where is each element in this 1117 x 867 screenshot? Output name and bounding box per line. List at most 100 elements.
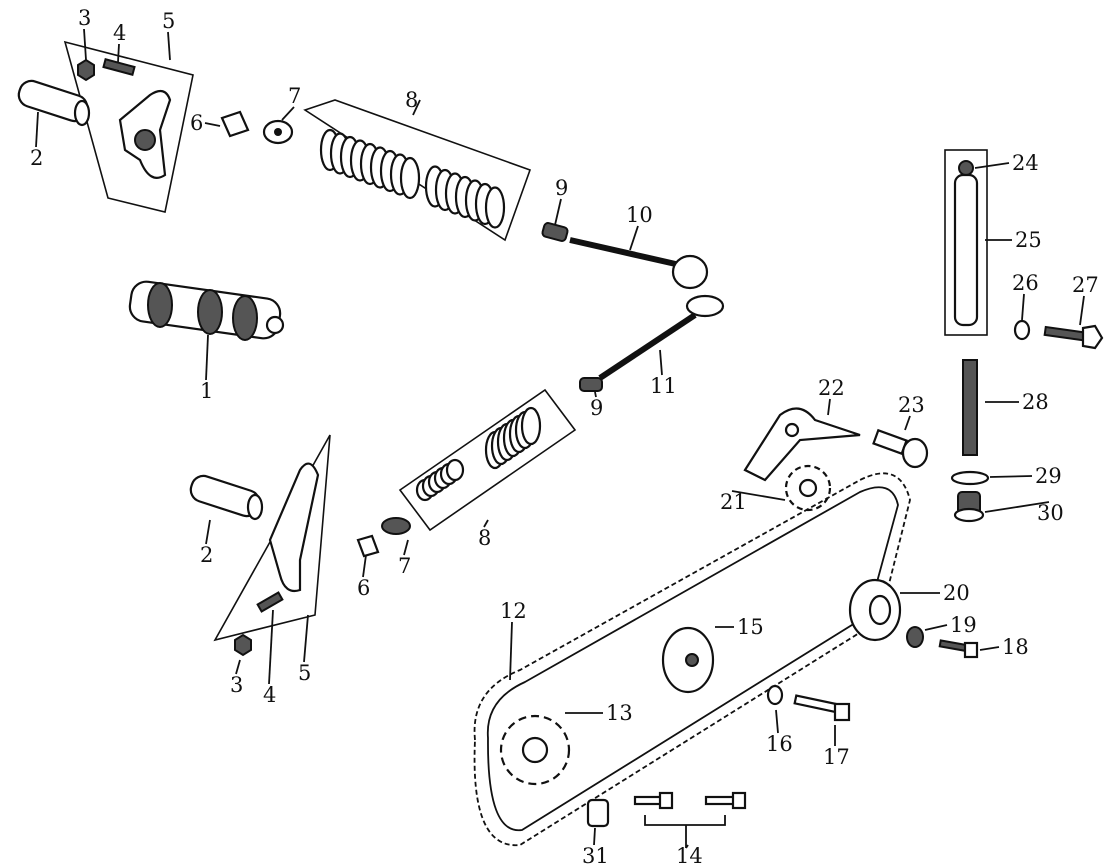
callout-label-23: 23 bbox=[898, 393, 925, 417]
callout-label-5: 5 bbox=[162, 9, 175, 33]
leader-line bbox=[775, 709, 779, 734]
leader-line bbox=[205, 519, 211, 545]
tensioner-cap-nut bbox=[958, 160, 974, 176]
sealing-bolt-30 bbox=[953, 491, 985, 523]
callout-label-7: 7 bbox=[398, 554, 411, 578]
callout-label-4: 4 bbox=[113, 21, 126, 45]
leader-line bbox=[554, 198, 562, 226]
tensioner-bolt bbox=[872, 428, 929, 469]
callout-label-21: 21 bbox=[720, 490, 747, 514]
leader-line bbox=[204, 122, 221, 127]
callout-label-30: 30 bbox=[1037, 501, 1064, 525]
washer-16 bbox=[766, 684, 784, 706]
leader-line bbox=[1021, 293, 1025, 321]
valve-spring-group-box-lower bbox=[398, 388, 577, 532]
leader-line bbox=[685, 844, 689, 849]
callout-label-26: 26 bbox=[1012, 271, 1039, 295]
callout-label-10: 10 bbox=[626, 203, 653, 227]
leader-line bbox=[629, 225, 639, 251]
leader-line bbox=[362, 554, 367, 578]
leader-line bbox=[904, 415, 911, 431]
nut-upper bbox=[77, 58, 95, 82]
callout-label-15: 15 bbox=[737, 615, 764, 639]
callout-label-24: 24 bbox=[1012, 151, 1039, 175]
tensioner-roller bbox=[848, 578, 902, 642]
callout-label-6: 6 bbox=[357, 576, 370, 600]
leader-line bbox=[989, 475, 1033, 478]
leader-line bbox=[403, 539, 409, 556]
callout-label-25: 25 bbox=[1015, 228, 1042, 252]
callout-label-28: 28 bbox=[1022, 390, 1049, 414]
leader-line bbox=[979, 646, 1000, 651]
exhaust-valve bbox=[598, 294, 725, 381]
leader-line bbox=[303, 614, 309, 663]
callout-label-2: 2 bbox=[200, 543, 213, 567]
callout-label-29: 29 bbox=[1035, 464, 1062, 488]
bolt-18 bbox=[938, 639, 979, 659]
callout-label-1: 1 bbox=[200, 379, 213, 403]
callout-label-14: 14 bbox=[676, 844, 703, 867]
callout-label-17: 17 bbox=[823, 745, 850, 769]
callout-label-27: 27 bbox=[1072, 273, 1099, 297]
valve-stem-seal-lower bbox=[579, 377, 603, 392]
leader-line bbox=[509, 621, 513, 681]
rocker-arm-upper bbox=[118, 89, 172, 179]
callout-label-8: 8 bbox=[478, 526, 491, 550]
callout-label-12: 12 bbox=[500, 599, 527, 623]
leader-line bbox=[117, 43, 120, 63]
leader-line bbox=[594, 391, 597, 398]
callout-label-8: 8 bbox=[405, 88, 418, 112]
washer-29 bbox=[950, 470, 990, 486]
adjust-screw-lower bbox=[256, 591, 284, 613]
intake-valve bbox=[569, 237, 709, 290]
leader-line bbox=[974, 162, 1010, 169]
tensioner-sprocket bbox=[784, 464, 832, 512]
valve-cotter-upper bbox=[220, 110, 250, 138]
rocker-shaft-upper bbox=[17, 79, 91, 127]
chain-tensioner-arm bbox=[743, 407, 861, 482]
leader-line bbox=[205, 334, 209, 381]
leader-lines bbox=[35, 28, 1085, 849]
leader-line bbox=[268, 609, 274, 685]
callout-label-16: 16 bbox=[766, 732, 793, 756]
leader-line bbox=[35, 111, 39, 148]
callout-label-31: 31 bbox=[582, 844, 609, 867]
nut-lower bbox=[234, 633, 252, 657]
leader-line bbox=[412, 99, 421, 116]
spring-retainer-lower bbox=[381, 517, 411, 535]
leader-line bbox=[83, 28, 87, 61]
leader-line bbox=[659, 349, 663, 376]
leader-line bbox=[827, 398, 831, 416]
callout-label-9: 9 bbox=[590, 396, 603, 420]
callout-label-22: 22 bbox=[818, 376, 845, 400]
rocker-arm-lower bbox=[268, 462, 320, 593]
washer-19 bbox=[906, 626, 924, 648]
leader-line bbox=[731, 490, 786, 501]
tensioner-spring bbox=[962, 359, 978, 456]
callout-label-5: 5 bbox=[298, 661, 311, 685]
adjust-screw-upper bbox=[102, 58, 136, 76]
callout-label-6: 6 bbox=[190, 111, 203, 135]
guide-roller bbox=[661, 626, 715, 694]
valve-springs-lower bbox=[415, 406, 542, 502]
callout-label-18: 18 bbox=[1002, 635, 1029, 659]
leader-line bbox=[984, 501, 1050, 513]
bolt-27 bbox=[1043, 324, 1104, 350]
valve-cotter-lower bbox=[356, 534, 380, 558]
camshaft bbox=[128, 280, 285, 341]
tensioner-group-box bbox=[944, 149, 988, 336]
callout-label-9: 9 bbox=[555, 176, 568, 200]
leader-line bbox=[235, 659, 241, 675]
bolt-17 bbox=[793, 694, 851, 722]
leader-line bbox=[924, 624, 948, 631]
dowel-pin-31 bbox=[586, 798, 610, 828]
leader-line bbox=[167, 31, 171, 61]
cam-chain bbox=[473, 472, 911, 846]
callout-label-7: 7 bbox=[288, 84, 301, 108]
leader-line bbox=[281, 106, 295, 121]
rocker-shaft-lower bbox=[189, 474, 264, 521]
leader-line bbox=[483, 519, 489, 528]
callout-label-3: 3 bbox=[230, 673, 243, 697]
